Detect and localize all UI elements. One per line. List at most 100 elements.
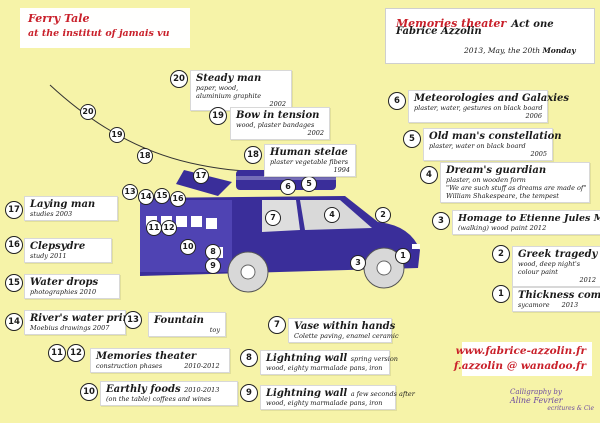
legend-year: 2010-2013 [184, 386, 220, 394]
legend-item-5: Old man's constellation plaster, water o… [423, 128, 562, 161]
car-marker-11: 11 [146, 220, 162, 236]
car-marker-6: 6 [280, 179, 296, 195]
legend-number-3: 3 [432, 212, 450, 230]
legend-sub: plaster vegetable fibers [270, 158, 349, 166]
legend-item-6: Meteorologies and Galaxies plaster, wate… [408, 90, 569, 123]
legend-item-4: Dream's guardian plaster, on wooden form… [440, 162, 590, 203]
calligraphy-credit: Calligraphy by Aline Fevrier ecritures &… [510, 388, 594, 412]
car-marker-16: 16 [170, 191, 186, 207]
legend-sub: wood, eighty marmalade pans, iron [266, 399, 383, 407]
legend-item-16: Clepsydre study 2011 [24, 238, 112, 263]
legend-title-extra: a few seconds after [350, 390, 415, 398]
car-marker-15: 15 [154, 188, 170, 204]
legend-item-9: Lightning wall a few seconds after wood,… [260, 385, 415, 410]
legend-item-17: Laying man studies 2003 [24, 196, 118, 221]
legend-sub: wood, deep night's colour paint [518, 260, 581, 276]
calligraphy-credit-line2: Aline Fevrier [510, 396, 563, 405]
legend-title-text: Lightning wall [266, 388, 348, 399]
legend-year: 2002 [307, 129, 324, 137]
legend-item-2: Greek tragedy wood, deep night's colour … [512, 246, 600, 287]
legend-item-13: Fountain toy [148, 312, 226, 337]
legend-sub: plaster, water on black board [429, 142, 526, 150]
legend-year: 2012 [579, 276, 596, 284]
legend-title-text: Earthly foods [106, 384, 181, 395]
legend-item-14: River's water prints Moebius drawings 20… [24, 310, 141, 335]
legend-material: construction phases [96, 362, 163, 370]
website-link[interactable]: www.fabrice-azzolin.fr [455, 345, 586, 357]
show-title-main: Memories theater [396, 17, 507, 30]
legend-number-15: 15 [5, 274, 23, 292]
car-marker-7: 7 [265, 210, 281, 226]
email-link[interactable]: f.azzolin @ wanadoo.fr [453, 360, 586, 372]
legend-material: study [30, 252, 48, 260]
legend-title: Laying man [30, 199, 96, 210]
legend-item-8: Lightning wall spring version wood, eigh… [260, 350, 398, 375]
car-marker-19: 19 [109, 127, 125, 143]
legend-number-9: 9 [240, 384, 258, 402]
legend-item-18: Human stelae plaster vegetable fibers 19… [264, 144, 356, 177]
legend-number-11: 11 [48, 344, 66, 362]
car-marker-14: 14 [138, 189, 154, 205]
calligraphy-credit-line3: ecritures & Cie [547, 405, 594, 412]
legend-number-16: 16 [5, 236, 23, 254]
legend-sub: paper, wood, aluminium graphite [196, 84, 262, 100]
legend-sub: Moebius drawings 2007 [30, 324, 120, 332]
legend-title: Memories theater [96, 351, 197, 362]
car-marker-18: 18 [137, 148, 153, 164]
legend-title-text: Lightning wall [266, 353, 348, 364]
legend-year: 1994 [333, 166, 350, 174]
show-title: Memories theater Act one [396, 12, 554, 31]
legend-number-12: 12 [67, 344, 85, 362]
legend-number-5: 5 [403, 130, 421, 148]
legend-title: River's water prints [30, 313, 141, 324]
legend-sub: (on the table) coffees and wines [106, 395, 212, 403]
exhibition-title: Ferry Tale [28, 12, 90, 25]
legend-year: 2010 [79, 288, 97, 296]
legend-title: Homage to Etienne Jules Marey [458, 213, 600, 224]
car-marker-12: 12 [161, 220, 177, 236]
legend-year: 2013 [561, 301, 579, 309]
legend-sub: Colette paving, enamel ceramic [294, 332, 399, 340]
legend-sub: study 2011 [30, 252, 106, 260]
legend-title: Greek tragedy [518, 249, 598, 260]
legend-pre: (walking) [458, 224, 489, 232]
legend-material: studies [30, 210, 54, 218]
legend-number-18: 18 [244, 146, 262, 164]
legend-sub: (walking) wood paint 2012 [458, 224, 596, 232]
legend-item-1: Thickness compas sycamore 2013 [512, 287, 600, 312]
legend-sub: plaster, water, gestures on black board [414, 104, 543, 112]
legend-item-10: Earthly foods 2010-2013 (on the table) c… [100, 381, 238, 406]
calligraphy-credit-line1: Calligraphy by [510, 388, 562, 396]
legend-title-extra: spring version [350, 355, 398, 363]
legend-number-10: 10 [80, 383, 98, 401]
legend-number-13: 13 [124, 311, 142, 329]
legend-number-17: 17 [5, 201, 23, 219]
show-date-day: Monday [542, 46, 576, 55]
legend-title: Thickness compas [518, 290, 600, 301]
legend-quote: "We are such stuff as dreams are made of… [446, 184, 587, 192]
legend-title: Vase within hands [294, 321, 396, 332]
legend-sub: construction phases 2010-2012 [96, 362, 224, 370]
legend-year: 2002 [269, 100, 286, 108]
car-marker-20: 20 [80, 104, 96, 120]
header-right-box: Memories theater Act one Fabrice Azzolin… [385, 8, 595, 64]
legend-year: 2010-2012 [184, 362, 220, 370]
legend-title: Water drops [30, 277, 99, 288]
header-left-box: Ferry Tale at the institut of jamais vu [20, 8, 190, 48]
legend-sub: plaster, on wooden form [446, 176, 526, 184]
car-marker-3: 3 [350, 255, 366, 271]
legend-title: Lightning wall a few seconds after [266, 388, 415, 399]
legend-title: Clepsydre [30, 241, 86, 252]
legend-sub: studies 2003 [30, 210, 112, 218]
legend-number-8: 8 [240, 349, 258, 367]
legend-number-4: 4 [420, 166, 438, 184]
legend-number-14: 14 [5, 313, 23, 331]
legend-title: Lightning wall spring version [266, 353, 398, 364]
author-name: Fabrice Azzolin [396, 26, 482, 37]
legend-title: Old man's constellation [429, 131, 562, 142]
legend-year: 2007 [92, 324, 110, 332]
car-marker-1: 1 [395, 248, 411, 264]
legend-item-15: Water drops photographies 2010 [24, 274, 120, 299]
show-title-act: Act one [511, 19, 554, 30]
legend-number-2: 2 [492, 245, 510, 263]
